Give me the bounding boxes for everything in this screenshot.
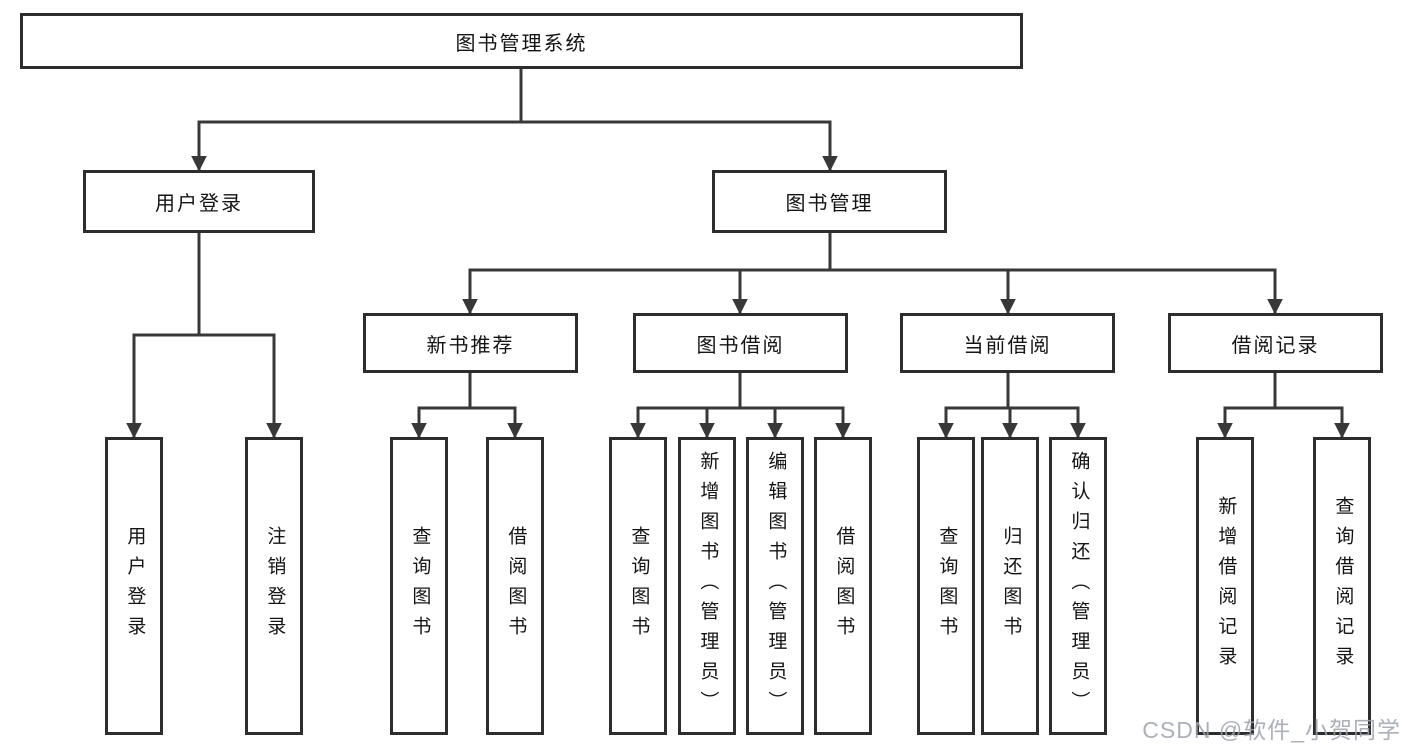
node-label: 借阅图书 — [505, 526, 527, 646]
node-leaf-edit-book-admin: 编辑图书（管理员） — [746, 437, 804, 735]
node-label: 归还图书 — [1000, 526, 1022, 646]
node-label: 借阅记录 — [1231, 334, 1320, 357]
node-label: 编辑图书（管理员） — [765, 451, 787, 721]
node-leaf-query-book: 查询图书 — [390, 437, 448, 735]
node-leaf-query-book: 查询图书 — [609, 437, 667, 735]
node-leaf-confirm-return-admin: 确认归还（管理员） — [1049, 437, 1107, 735]
node-current-borrow: 当前借阅 — [900, 313, 1115, 373]
node-label: 新增借阅记录 — [1215, 496, 1237, 676]
node-label: 查询图书 — [628, 526, 650, 646]
node-book-management: 图书管理 — [712, 170, 947, 233]
node-label: 查询图书 — [409, 526, 431, 646]
node-leaf-user-login: 用户登录 — [105, 437, 163, 735]
node-user-login: 用户登录 — [83, 170, 315, 233]
node-new-book-recommend: 新书推荐 — [363, 313, 578, 373]
node-label: 图书借阅 — [696, 334, 785, 357]
node-label: 查询借阅记录 — [1332, 496, 1354, 676]
node-leaf-add-borrow-record: 新增借阅记录 — [1196, 437, 1254, 735]
node-book-borrow: 图书借阅 — [633, 313, 848, 373]
node-label: 当前借阅 — [963, 334, 1052, 357]
node-leaf-logout: 注销登录 — [245, 437, 303, 735]
node-label: 注销登录 — [264, 526, 286, 646]
node-label: 图书管理系统 — [455, 32, 588, 55]
node-root: 图书管理系统 — [20, 13, 1023, 69]
node-label: 确认归还（管理员） — [1068, 451, 1090, 721]
node-borrow-records: 借阅记录 — [1168, 313, 1383, 373]
node-leaf-add-book-admin: 新增图书（管理员） — [678, 437, 736, 735]
node-label: 图书管理 — [785, 193, 874, 215]
node-label: 查询图书 — [936, 526, 958, 646]
node-leaf-borrow-book: 借阅图书 — [486, 437, 544, 735]
node-leaf-query-book: 查询图书 — [917, 437, 975, 735]
node-label: 用户登录 — [124, 526, 146, 646]
node-leaf-query-borrow-record: 查询借阅记录 — [1313, 437, 1371, 735]
node-label: 新书推荐 — [426, 334, 515, 357]
node-label: 新增图书（管理员） — [697, 451, 719, 721]
node-label: 借阅图书 — [833, 526, 855, 646]
csdn-watermark: CSDN @软件_小贺同学 — [1142, 717, 1401, 743]
node-leaf-return-book: 归还图书 — [981, 437, 1039, 735]
node-leaf-borrow-book: 借阅图书 — [814, 437, 872, 735]
node-label: 用户登录 — [155, 193, 243, 215]
